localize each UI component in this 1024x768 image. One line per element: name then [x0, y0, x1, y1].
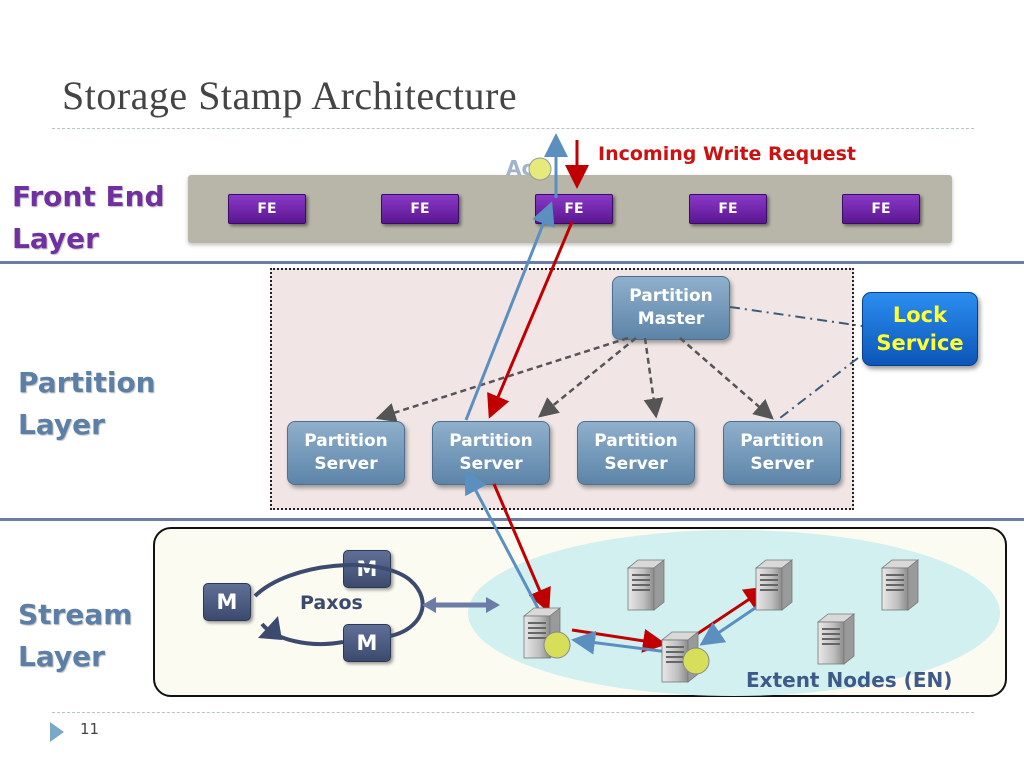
partition-server-line1: Partition — [740, 431, 824, 451]
server-tower-icon — [627, 559, 665, 611]
incoming-write-request-label: Incoming Write Request — [598, 143, 856, 165]
fe-node: FE — [842, 194, 920, 224]
partition-server-line1: Partition — [304, 431, 388, 451]
partition-master: Partition Master — [612, 276, 730, 340]
partition-server-line2: Server — [459, 454, 523, 474]
slide-title: Storage Stamp Architecture — [62, 73, 518, 118]
partition-server: Partition Server — [577, 421, 695, 485]
partition-server: Partition Server — [723, 421, 841, 485]
stream-master-left: M — [203, 583, 251, 621]
ack-token-icon — [528, 157, 552, 181]
partition-server-line2: Server — [604, 454, 668, 474]
fe-node: FE — [381, 194, 459, 224]
page-number: 11 — [80, 720, 100, 738]
partition-master-line2: Master — [637, 309, 705, 329]
fe-node: FE — [228, 194, 306, 224]
stream-master-bottom: M — [343, 624, 391, 662]
extent-token-icon — [682, 647, 710, 675]
partition-server-line2: Server — [314, 454, 378, 474]
front-end-layer-label: Front End Layer — [12, 180, 165, 255]
partition-server-active: Partition Server — [432, 421, 550, 485]
partition-server: Partition Server — [287, 421, 405, 485]
server-tower-icon — [755, 559, 793, 611]
paxos-label: Paxos — [300, 592, 363, 614]
title-divider — [52, 128, 974, 129]
partition-server-line1: Partition — [449, 431, 533, 451]
partition-layer-divider — [0, 518, 1024, 521]
front-end-layer-divider — [0, 261, 1024, 264]
lock-service-line1: Lock — [892, 303, 948, 327]
partition-master-line1: Partition — [629, 286, 713, 306]
extent-nodes-label: Extent Nodes (EN) — [746, 668, 953, 692]
triangle-bullet-icon — [50, 722, 64, 742]
server-tower-icon — [881, 559, 919, 611]
extent-token-icon — [543, 631, 571, 659]
server-tower-icon — [817, 613, 855, 665]
fe-node: FE — [689, 194, 767, 224]
partition-server-line2: Server — [750, 454, 814, 474]
lock-service-line2: Service — [876, 331, 964, 355]
stream-layer-label: Stream Layer — [18, 598, 133, 673]
footer-divider — [52, 712, 974, 713]
partition-layer-label: Partition Layer — [18, 366, 156, 441]
partition-server-line1: Partition — [594, 431, 678, 451]
lock-service: Lock Service — [862, 292, 978, 366]
